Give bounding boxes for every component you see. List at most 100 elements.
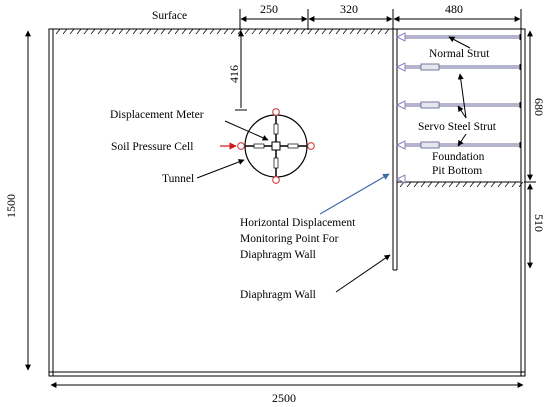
hatch-mark xyxy=(406,181,412,188)
hatch-mark xyxy=(118,28,124,35)
soil-boundary xyxy=(48,28,526,377)
tunnel-depth-dimension xyxy=(235,30,247,111)
hatch-mark xyxy=(384,28,390,35)
hatch-mark xyxy=(328,28,334,35)
dim-1500-label: 1500 xyxy=(4,194,18,218)
hatch-mark xyxy=(483,181,489,188)
hatch-mark xyxy=(195,28,201,35)
hatch-mark xyxy=(69,28,75,35)
tunnel-group xyxy=(237,108,315,184)
displacement-meter-label: Displacement Meter xyxy=(110,109,204,121)
normal-strut xyxy=(400,34,521,40)
hatch-mark xyxy=(188,28,194,35)
monitoring-point-marker xyxy=(395,174,406,184)
surface-hatching xyxy=(49,28,393,35)
hatch-mark xyxy=(223,28,229,35)
servo-unit xyxy=(420,141,440,149)
hatch-mark xyxy=(244,28,250,35)
diaphragm-wall xyxy=(392,29,398,271)
dim-416-label: 416 xyxy=(227,65,241,83)
dim-2500-label: 2500 xyxy=(272,391,296,405)
monitoring-point-marker xyxy=(395,32,406,42)
hatch-mark xyxy=(469,181,475,188)
pit-bottom-hatching xyxy=(399,181,524,188)
hatch-mark xyxy=(399,181,405,188)
dim-480-label: 480 xyxy=(445,2,463,16)
hatch-mark xyxy=(209,28,215,35)
servo-unit xyxy=(420,101,440,109)
hatch-mark xyxy=(174,28,180,35)
hatch-mark xyxy=(441,181,447,188)
hdm-leader xyxy=(319,173,390,215)
hatch-mark xyxy=(511,181,517,188)
monitoring-point-marker xyxy=(395,100,406,110)
pressure-cell-left xyxy=(237,142,245,150)
hatch-mark xyxy=(518,181,524,188)
hatch-mark xyxy=(132,28,138,35)
hdm-label-line-2: Monitoring Point For xyxy=(240,233,339,245)
soil-domain xyxy=(48,28,526,377)
hatch-mark xyxy=(434,181,440,188)
hatch-mark xyxy=(104,28,110,35)
hatch-mark xyxy=(76,28,82,35)
hatch-mark xyxy=(90,28,96,35)
hatch-mark xyxy=(167,28,173,35)
hatch-mark xyxy=(363,28,369,35)
hatch-mark xyxy=(146,28,152,35)
hdm-label-line-1: Horizontal Displacement xyxy=(240,217,356,229)
hatch-mark xyxy=(62,28,68,35)
hatch-mark xyxy=(504,181,510,188)
dim-680-label: 680 xyxy=(532,98,546,116)
hatch-mark xyxy=(272,28,278,35)
soil-pressure-cell-label: Soil Pressure Cell xyxy=(111,141,193,153)
hatch-mark xyxy=(202,28,208,35)
hatch-mark xyxy=(139,28,145,35)
hatch-mark xyxy=(160,28,166,35)
hatch-mark xyxy=(111,28,117,35)
surface-label: Surface xyxy=(152,10,187,22)
hatch-mark xyxy=(356,28,362,35)
hatch-mark xyxy=(420,181,426,188)
hatch-mark xyxy=(279,28,285,35)
hatch-mark xyxy=(83,28,89,35)
hatch-mark xyxy=(251,28,257,35)
hatch-mark xyxy=(349,28,355,35)
hatch-mark xyxy=(413,181,419,188)
servo-steel-strut-label: Servo Steel Strut xyxy=(418,121,497,133)
displacement-meter-leader xyxy=(224,120,269,141)
hatch-mark xyxy=(490,181,496,188)
foundation-pit-bottom-label-1: Foundation xyxy=(432,151,485,163)
hatch-mark xyxy=(476,181,482,188)
normal-strut-label: Normal Strut xyxy=(429,48,490,60)
meter-bar-left xyxy=(253,143,265,149)
servo-strut-leader-1 xyxy=(457,73,467,119)
hatch-mark xyxy=(125,28,131,35)
hatch-mark xyxy=(335,28,341,35)
pressure-cell-bottom xyxy=(272,176,280,184)
hatch-mark xyxy=(307,28,313,35)
dim-320-label: 320 xyxy=(340,2,358,16)
hatch-mark xyxy=(230,28,236,35)
displacement-meter-box xyxy=(271,141,281,151)
hatch-mark xyxy=(377,28,383,35)
monitoring-point-marker xyxy=(395,140,406,150)
monitoring-point-marker xyxy=(395,62,406,72)
foundation-pit-bottom-label-2: Pit Bottom xyxy=(432,165,482,177)
hatch-mark xyxy=(265,28,271,35)
hatch-mark xyxy=(455,181,461,188)
dim-510-label: 510 xyxy=(532,214,546,232)
right-dimensions xyxy=(524,30,536,269)
hatch-mark xyxy=(97,28,103,35)
monitoring-markers xyxy=(395,32,406,184)
normal-strut-leader xyxy=(448,36,471,49)
dim-250-label: 250 xyxy=(260,2,278,16)
diaphragm-wall-label: Diaphragm Wall xyxy=(240,289,316,301)
meter-bar-top xyxy=(273,123,279,135)
tunnel-leader xyxy=(196,159,245,179)
hatch-mark xyxy=(181,28,187,35)
hatch-mark xyxy=(286,28,292,35)
pressure-cell-right xyxy=(307,142,315,150)
servo-steel-strut xyxy=(400,101,521,109)
hatch-mark xyxy=(258,28,264,35)
hatch-mark xyxy=(448,181,454,188)
